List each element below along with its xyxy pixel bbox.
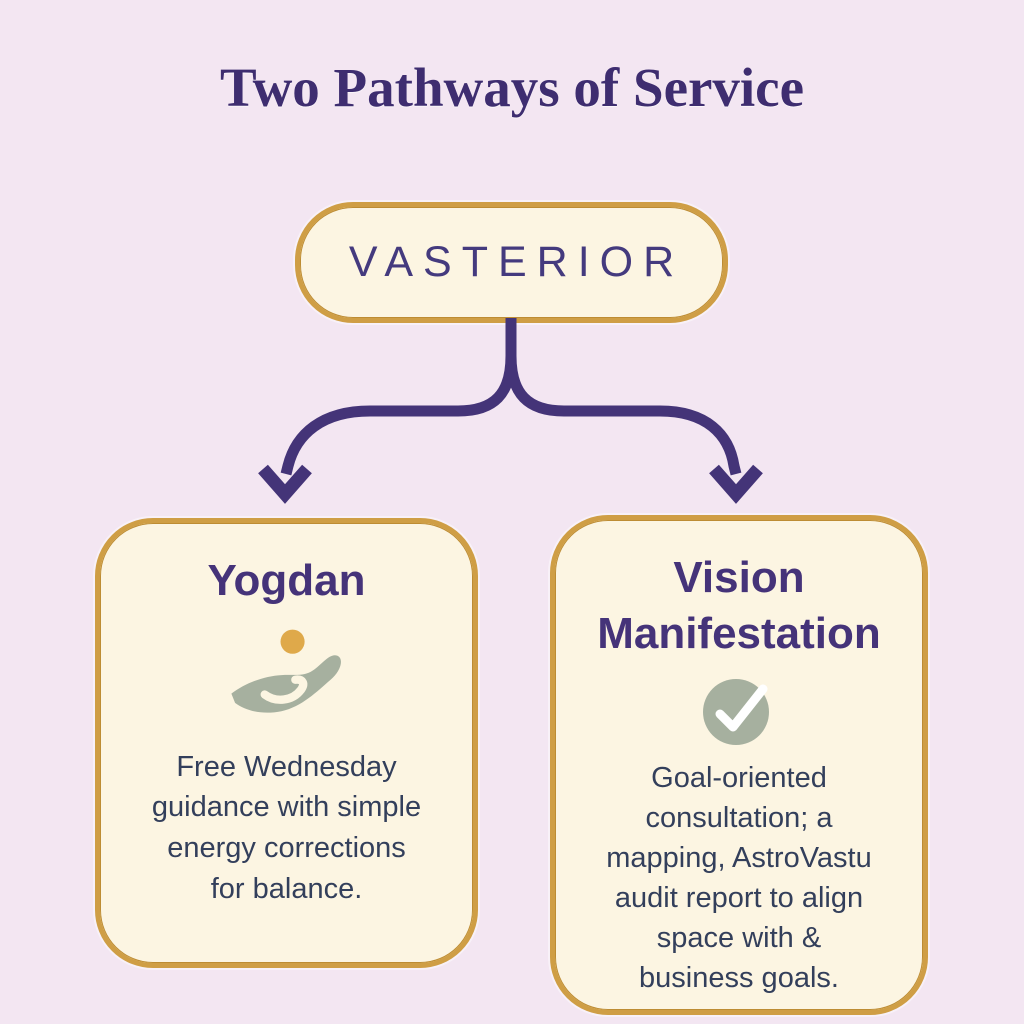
check-circle-icon: [555, 672, 923, 748]
branch-heading: Yogdan: [207, 556, 366, 605]
arrow-branch-right: [505, 355, 742, 476]
branch-description: Free Wednesday guidance with simple ener…: [151, 750, 422, 905]
giving-hand-icon: [100, 625, 473, 727]
arrow-branch-left: [280, 355, 517, 476]
arrowhead-left-icon: [258, 464, 312, 504]
root-node-label: VASTERIOR: [348, 238, 685, 286]
branch-description: Goal-oriented consultation; a mapping, A…: [606, 761, 872, 994]
branch-heading: Vision Manifestation: [597, 553, 881, 658]
arrowhead-right-icon: [709, 464, 763, 504]
branch-arrows: [258, 318, 763, 504]
branch-card-yogdan: Yogdan Free Wednesday guidance with simp…: [95, 518, 478, 968]
root-node-vasterior: VASTERIOR: [295, 202, 728, 323]
page-title: Two Pathways of Service: [219, 57, 805, 118]
branch-card-vision-manifestation: Vision Manifestation Goal-oriented consu…: [550, 515, 928, 1015]
